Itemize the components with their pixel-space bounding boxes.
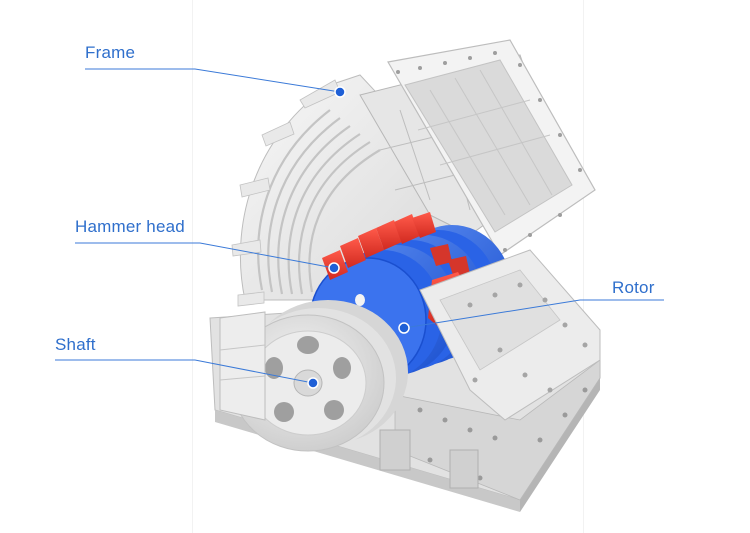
guide-line-right	[583, 0, 584, 533]
rotor-marker-dot	[398, 322, 410, 334]
frame-label: Frame	[85, 43, 136, 62]
guide-line-left	[192, 0, 193, 533]
hammer-head-marker-dot	[328, 262, 340, 274]
frame-leader-line	[85, 68, 341, 93]
shaft-marker-dot	[307, 377, 319, 389]
frame-marker-dot	[334, 86, 346, 98]
rotor-leader-line	[403, 299, 664, 329]
hammer-head-label: Hammer head	[75, 217, 185, 236]
front-casing	[419, 249, 601, 421]
rotor-label: Rotor	[612, 278, 655, 297]
shaft-leader-line	[55, 359, 314, 384]
side-support	[219, 311, 266, 421]
pulley	[231, 300, 408, 452]
hammer-head-leader-line	[75, 242, 335, 269]
shaft-label: Shaft	[55, 335, 96, 354]
door-frame	[387, 39, 596, 256]
